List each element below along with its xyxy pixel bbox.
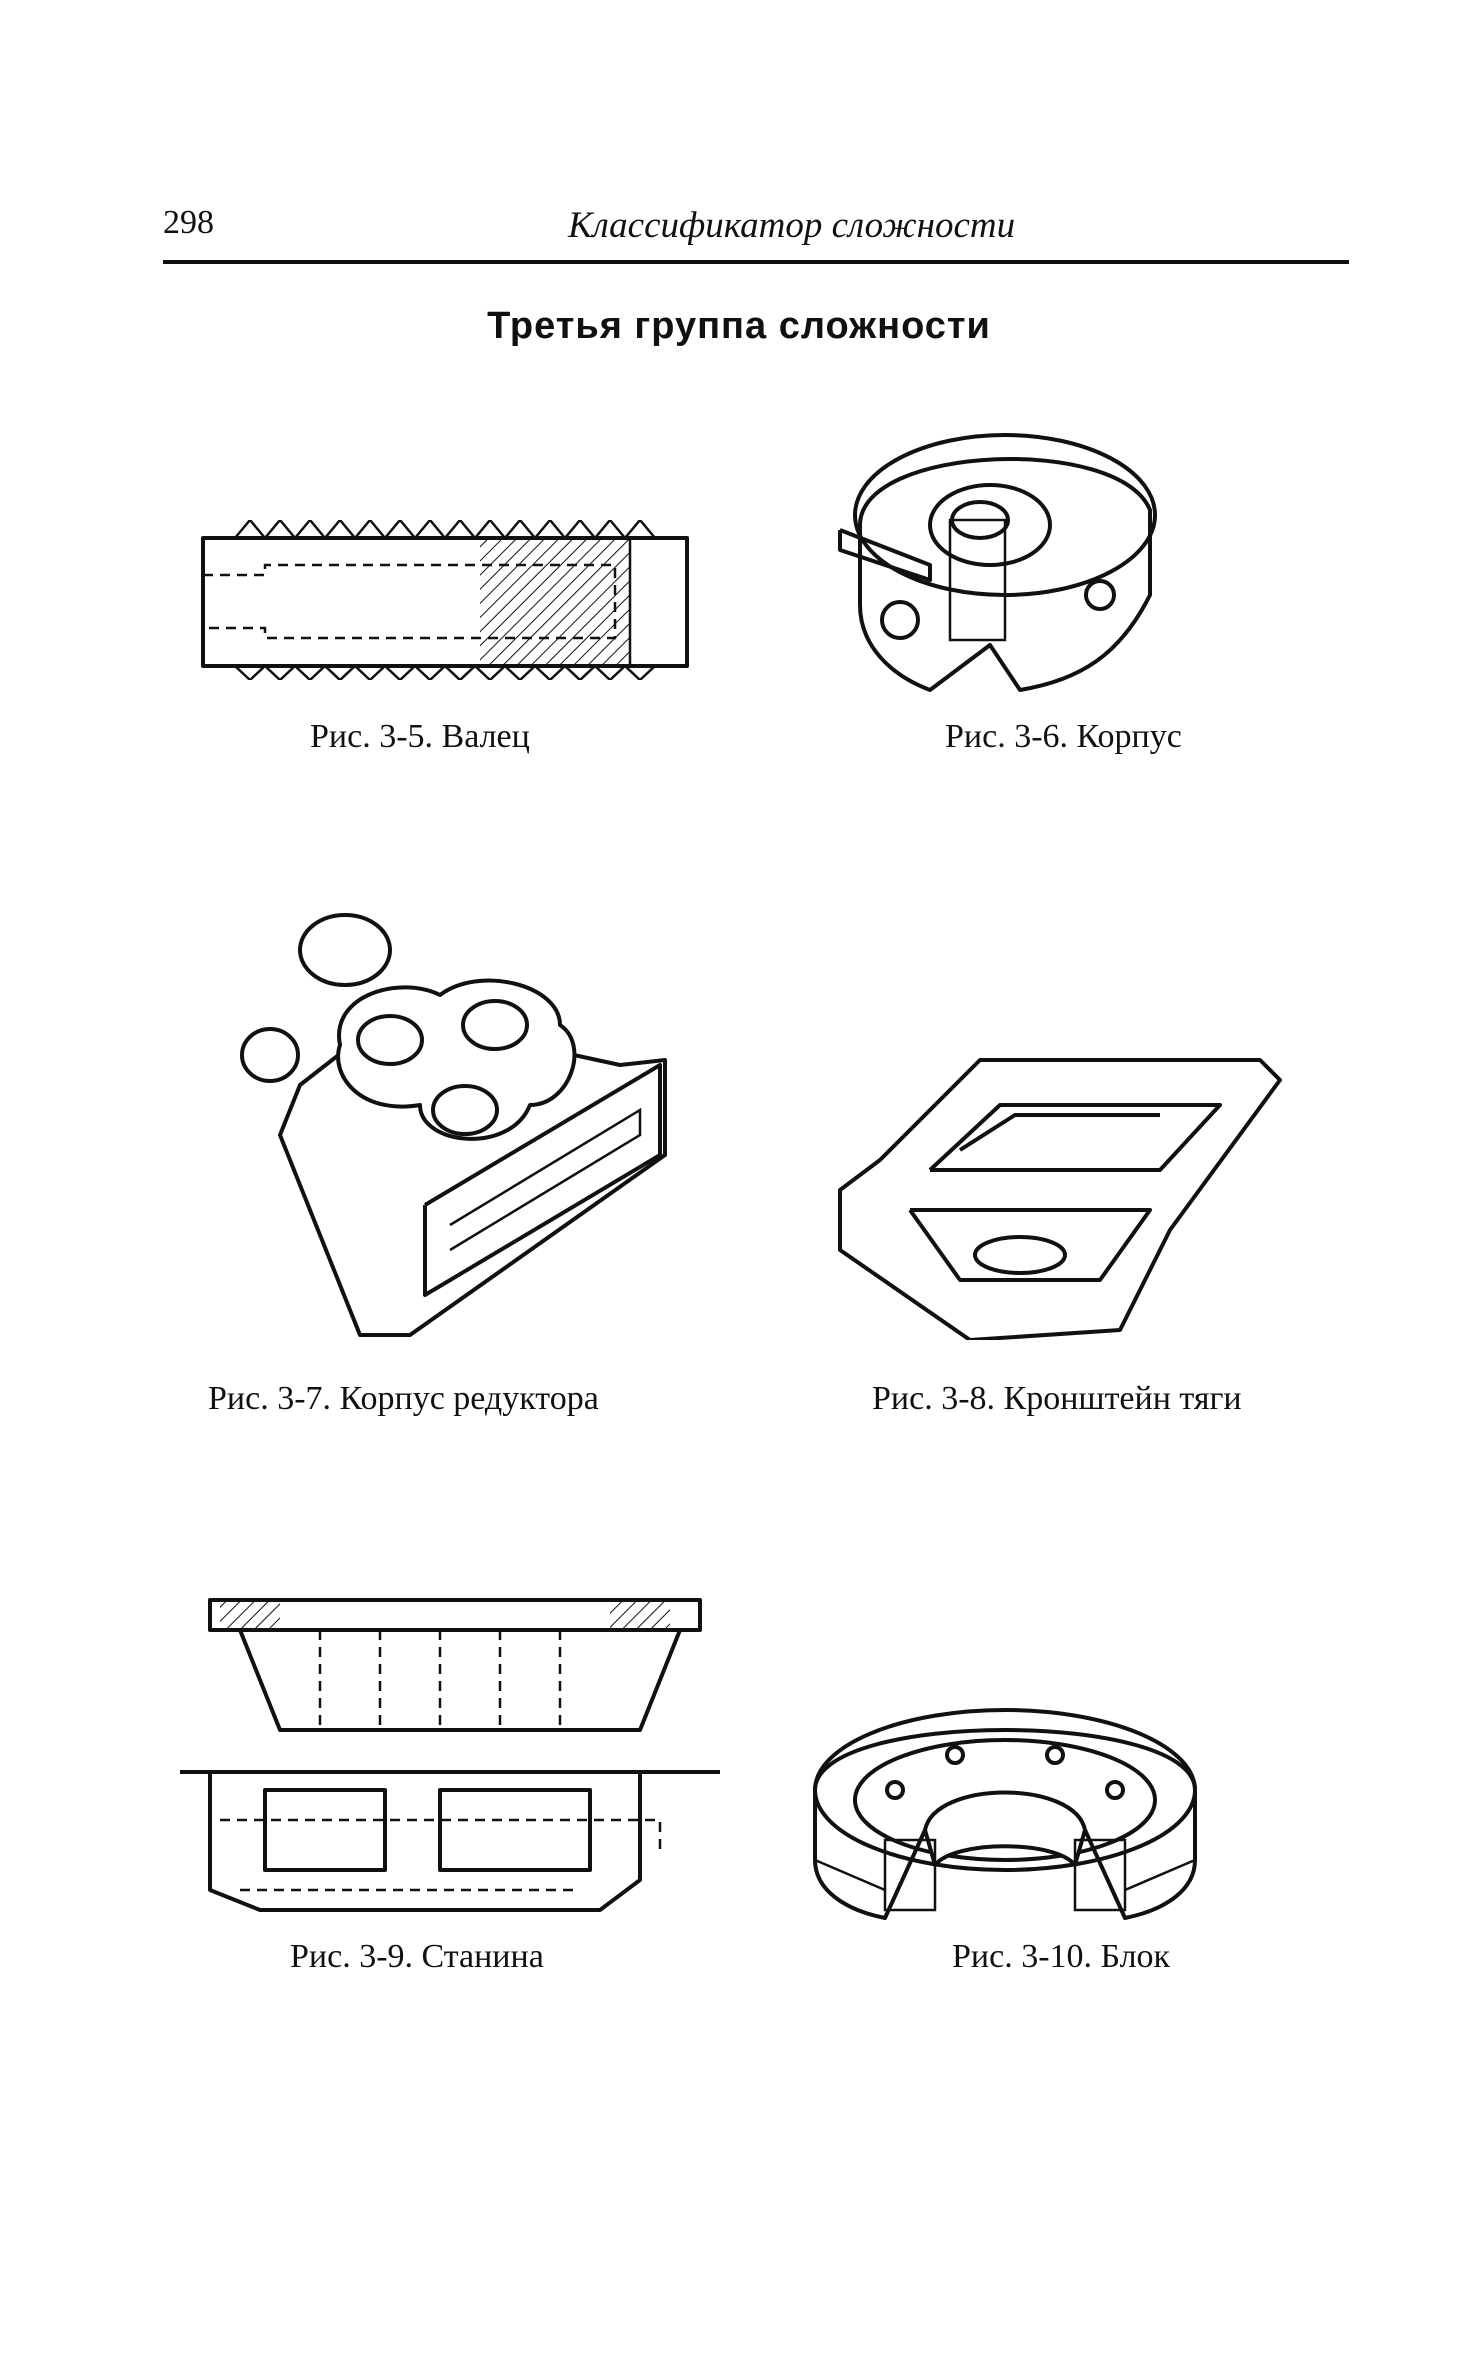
running-title: Классификатор сложности <box>568 205 1016 246</box>
section-title: Третья группа сложности <box>487 305 991 347</box>
figure-3-8-bracket-drawing <box>820 1050 1290 1340</box>
figure-3-10-caption: Рис. 3-10. Блок <box>952 1938 1171 1975</box>
page-number: 298 <box>163 204 214 241</box>
figure-3-8-caption: Рис. 3-8. Кронштейн тяги <box>872 1380 1242 1417</box>
figure-3-6-caption: Рис. 3-6. Корпус <box>945 718 1182 755</box>
figure-3-9-machine-bed-drawing <box>180 1590 720 1920</box>
figure-3-10-block-drawing <box>805 1690 1205 1920</box>
figure-3-9-caption: Рис. 3-9. Станина <box>290 1938 544 1975</box>
figure-3-5-roller-drawing <box>195 520 695 680</box>
page-header: 298 Классификатор сложности <box>163 196 1349 266</box>
figure-3-6-housing-drawing <box>820 405 1160 705</box>
figure-3-7-gearbox-housing-drawing <box>240 895 680 1340</box>
figure-3-7-caption: Рис. 3-7. Корпус редуктора <box>208 1380 599 1417</box>
header-rule <box>163 260 1349 264</box>
figure-3-5-caption: Рис. 3-5. Валец <box>310 718 530 755</box>
